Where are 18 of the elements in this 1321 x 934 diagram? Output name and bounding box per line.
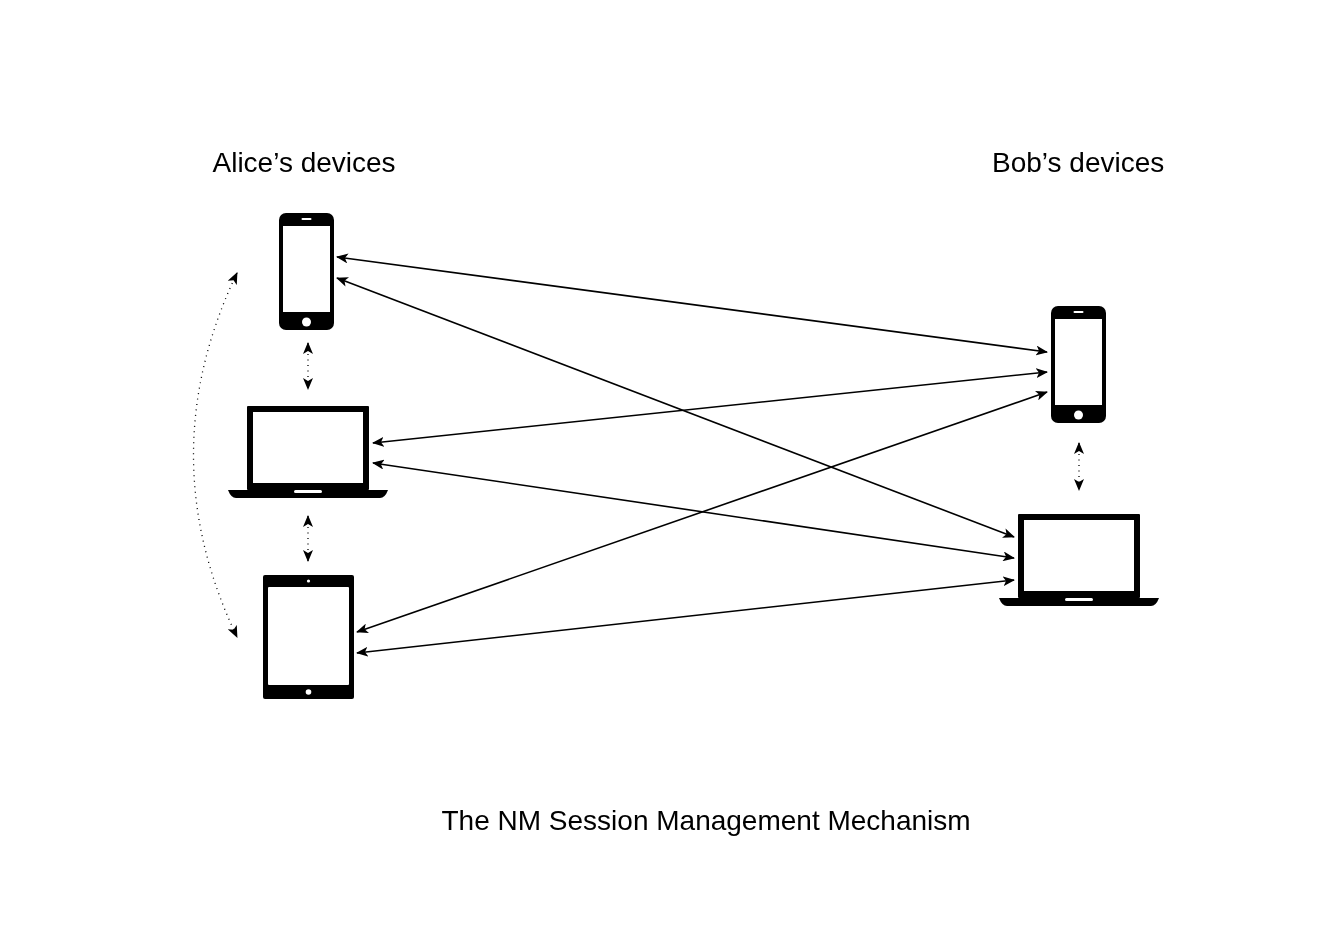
- dotted-arrow: [1074, 442, 1084, 491]
- caption: The NM Session Management Mechanism: [441, 804, 971, 838]
- group-label: Alice’s devices: [212, 146, 396, 180]
- laptop-icon: [228, 406, 388, 498]
- arrow: [336, 253, 1048, 356]
- group-label: Bob’s devices: [992, 146, 1165, 180]
- arrow: [356, 390, 1048, 634]
- laptop-icon: [999, 514, 1159, 606]
- arrow: [372, 459, 1015, 562]
- dotted-arrow: [303, 342, 313, 390]
- dotted-arrow: [192, 272, 238, 638]
- arrow: [356, 576, 1015, 657]
- phone-icon: [279, 213, 334, 330]
- dotted-arrow: [303, 515, 313, 562]
- arrow: [372, 368, 1048, 447]
- phone-icon: [1051, 306, 1106, 423]
- tablet-icon: [263, 575, 354, 699]
- arrow: [336, 277, 1015, 538]
